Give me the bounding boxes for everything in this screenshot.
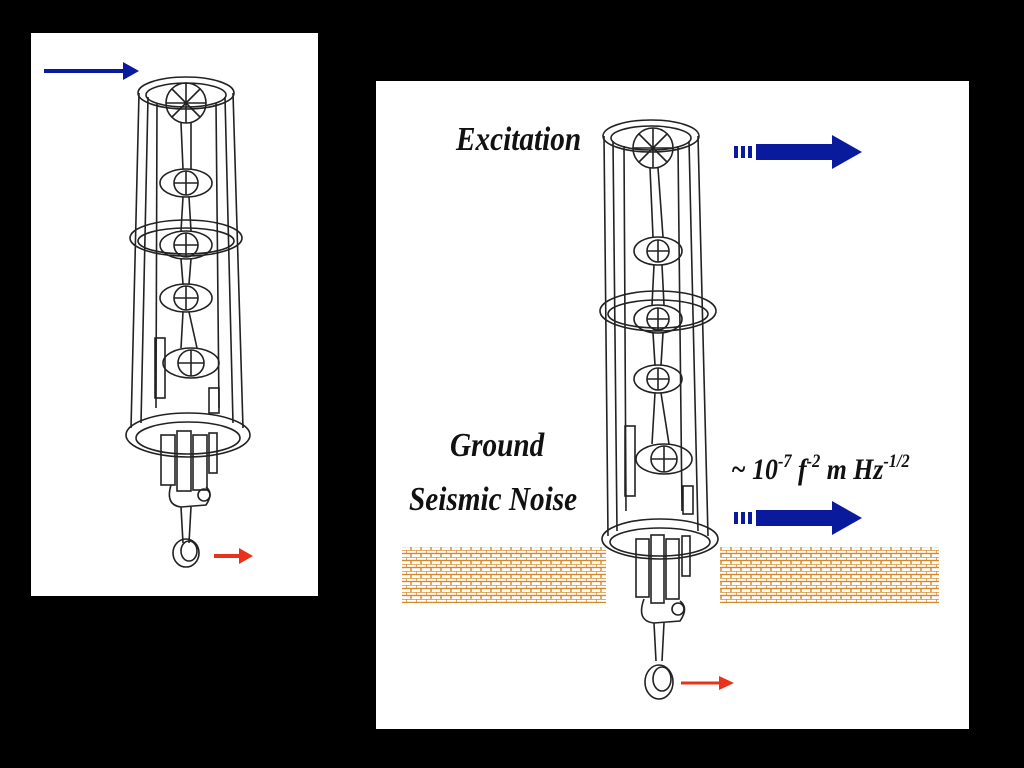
left-diagram <box>44 62 253 568</box>
output-arrow-icon <box>681 676 734 690</box>
suspension-tower-drawing-icon <box>599 119 719 700</box>
right-panel: Excitation Ground Seismic Noise ~ 10-7 f… <box>376 81 969 729</box>
suspension-tower-drawing-icon <box>125 76 251 568</box>
seismic-arrow-icon <box>734 501 862 535</box>
ground-brick-right <box>720 547 939 603</box>
noise-spec-exp3: -1/2 <box>883 451 910 472</box>
noise-spec-units: m Hz <box>820 453 884 486</box>
excitation-arrow-icon <box>44 62 139 80</box>
right-diagram <box>402 119 939 700</box>
left-panel <box>31 33 318 596</box>
excitation-arrow-icon <box>734 135 862 169</box>
noise-spec-exp2: -2 <box>806 451 821 472</box>
output-arrow-icon <box>214 548 253 564</box>
ground-label: Ground <box>450 427 545 464</box>
noise-spec-exp1: -7 <box>777 451 792 472</box>
seismic-noise-label: Seismic Noise <box>409 481 578 518</box>
excitation-label: Excitation <box>456 121 582 158</box>
noise-spectrum-label: ~ 10-7 f-2 m Hz-1/2 <box>731 451 910 487</box>
noise-spec-f: f <box>791 453 807 486</box>
noise-spec-prefix: ~ 10 <box>731 453 778 486</box>
ground-brick-left <box>402 547 606 603</box>
